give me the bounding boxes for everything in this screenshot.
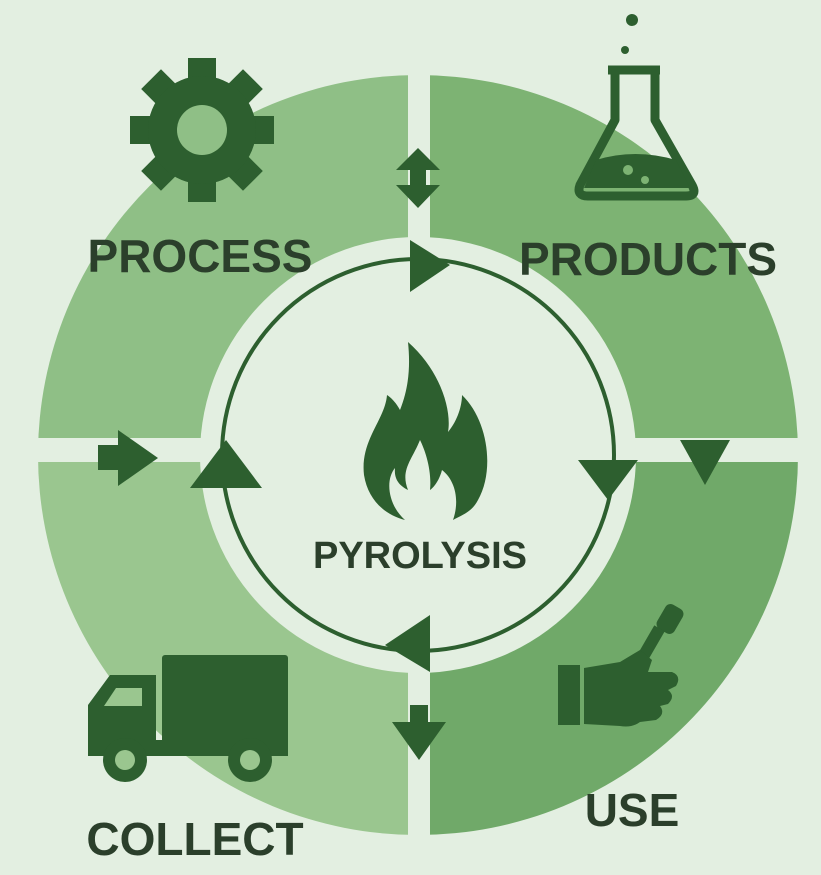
stage-label-process: PROCESS xyxy=(88,230,313,282)
stage-label-use: USE xyxy=(585,784,680,836)
arrows xyxy=(98,148,730,760)
flame-icon xyxy=(363,342,488,520)
truck-icon xyxy=(88,655,288,782)
arrow-right-gap-left xyxy=(98,430,158,486)
arrow-left-inner xyxy=(385,615,430,672)
flask-icon xyxy=(574,14,699,201)
arrow-down-gap-bottom xyxy=(392,705,446,760)
stage-label-products: PRODUCTS xyxy=(519,233,777,285)
center-label: PYROLYSIS xyxy=(313,535,527,577)
gear-icon xyxy=(130,58,274,202)
arrow-down-inner xyxy=(578,460,638,500)
arrow-right-inner xyxy=(410,240,450,292)
hand-key-icon xyxy=(558,604,684,727)
inner-disc xyxy=(200,237,636,673)
arrow-down-gap-right xyxy=(680,440,730,485)
double-arrow-top xyxy=(396,148,440,208)
stage-label-collect: COLLECT xyxy=(86,813,303,865)
arrow-up-inner xyxy=(190,440,262,488)
